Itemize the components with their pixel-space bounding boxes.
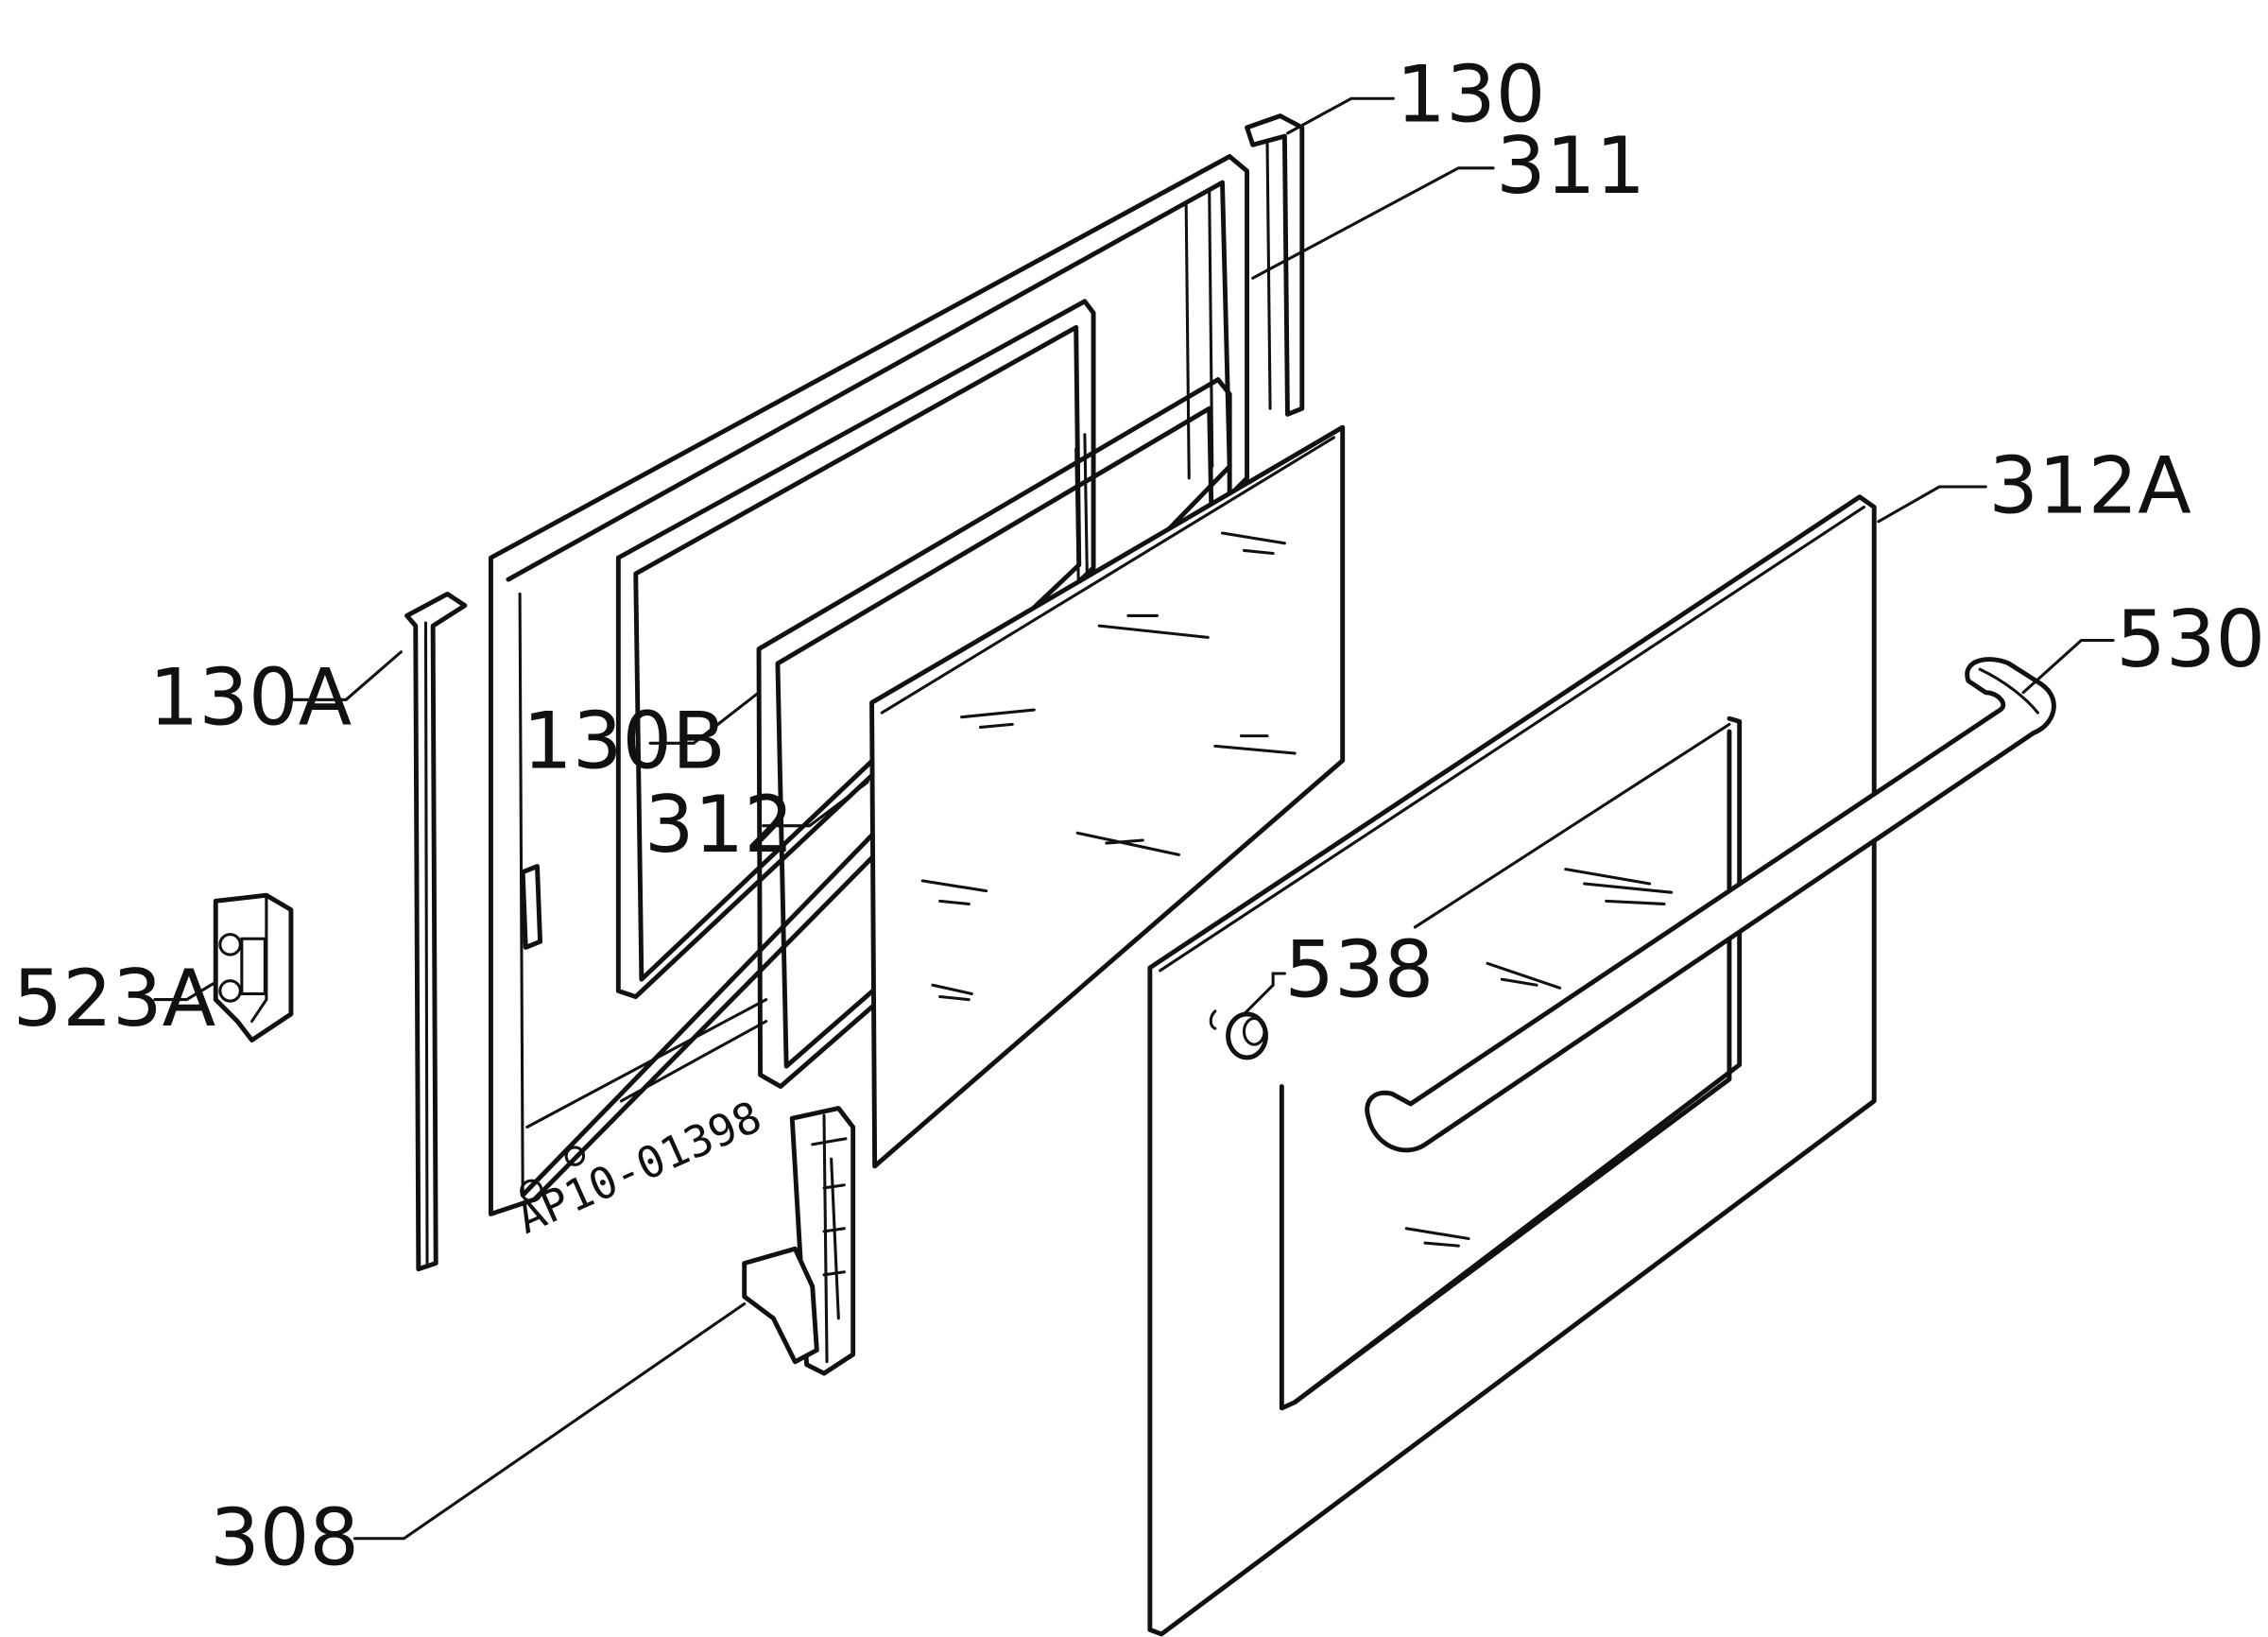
label-312A: 312A [1988, 440, 2191, 532]
label-130A: 130A [149, 651, 352, 743]
label-530: 530 [2116, 594, 2265, 685]
bracket-523A [213, 892, 294, 1043]
spacer-538 [1209, 1009, 1268, 1060]
inner-gasket-130B [615, 299, 1096, 999]
door-handle-530 [1365, 657, 2056, 1153]
seal-strip-130 [1245, 113, 1305, 417]
label-130: 130 [1396, 49, 1545, 141]
label-523A: 523A [13, 953, 216, 1044]
label-311: 311 [1496, 120, 1645, 212]
label-130B: 130B [523, 695, 726, 786]
seal-strip-130A [404, 591, 468, 1272]
label-312: 312 [644, 779, 794, 870]
leader-lines [153, 96, 2115, 1541]
label-538: 538 [1284, 924, 1434, 1016]
inner-glass-pane [869, 424, 1346, 1169]
label-308: 308 [210, 1491, 359, 1583]
hinge-308 [742, 1106, 856, 1376]
